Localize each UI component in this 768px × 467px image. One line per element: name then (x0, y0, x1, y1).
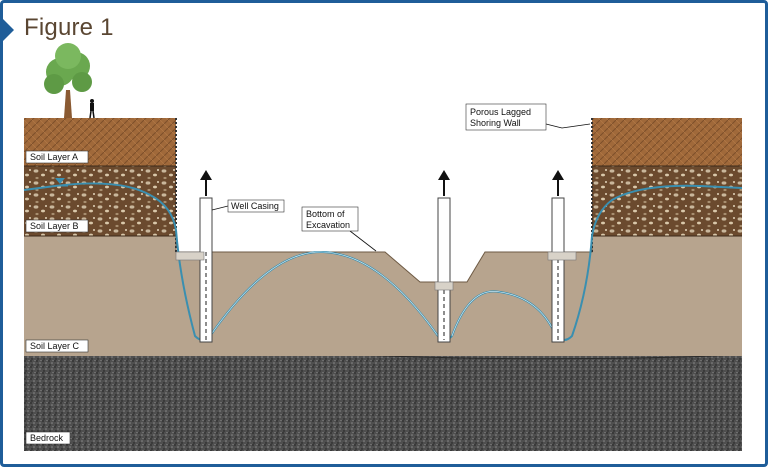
bedrock-layer (24, 355, 742, 451)
label-bottom-of-excavation: Bottom of Excavation (301, 206, 359, 232)
well-left (175, 170, 213, 343)
pump-arrow-icon (200, 170, 212, 180)
label-soil-layer-b: Soil Layer B (25, 219, 89, 233)
person-icon (89, 99, 95, 119)
soil-layer-a-right (592, 118, 742, 166)
well-right (547, 170, 577, 343)
soil-layer-c (24, 236, 742, 356)
label-bedrock: Bedrock (25, 431, 71, 445)
svg-text:Bottom of: Bottom of (306, 209, 345, 219)
svg-text:Porous Lagged: Porous Lagged (470, 107, 531, 117)
pump-arrow-icon (552, 170, 564, 180)
svg-text:Soil Layer C: Soil Layer C (30, 341, 80, 351)
figure-title: Figure 1 (24, 14, 114, 41)
label-well-casing: Well Casing (227, 199, 285, 213)
label-porous-lagged-shoring-wall: Porous Lagged Shoring Wall (465, 103, 547, 131)
pump-arrow-icon (438, 170, 450, 180)
well-center (434, 170, 454, 343)
svg-text:Soil Layer B: Soil Layer B (30, 221, 79, 231)
title-tab-arrow (0, 16, 14, 44)
tree-icon (44, 43, 92, 118)
svg-text:Excavation: Excavation (306, 220, 350, 230)
label-soil-layer-a: Soil Layer A (25, 150, 89, 164)
soil-layer-b-right (592, 166, 742, 236)
svg-text:Soil Layer A: Soil Layer A (30, 152, 78, 162)
svg-text:Shoring Wall: Shoring Wall (470, 118, 521, 128)
water-table-marker-icon (55, 178, 65, 184)
label-soil-layer-c: Soil Layer C (25, 339, 89, 353)
svg-text:Well Casing: Well Casing (231, 201, 279, 211)
svg-text:Bedrock: Bedrock (30, 433, 64, 443)
